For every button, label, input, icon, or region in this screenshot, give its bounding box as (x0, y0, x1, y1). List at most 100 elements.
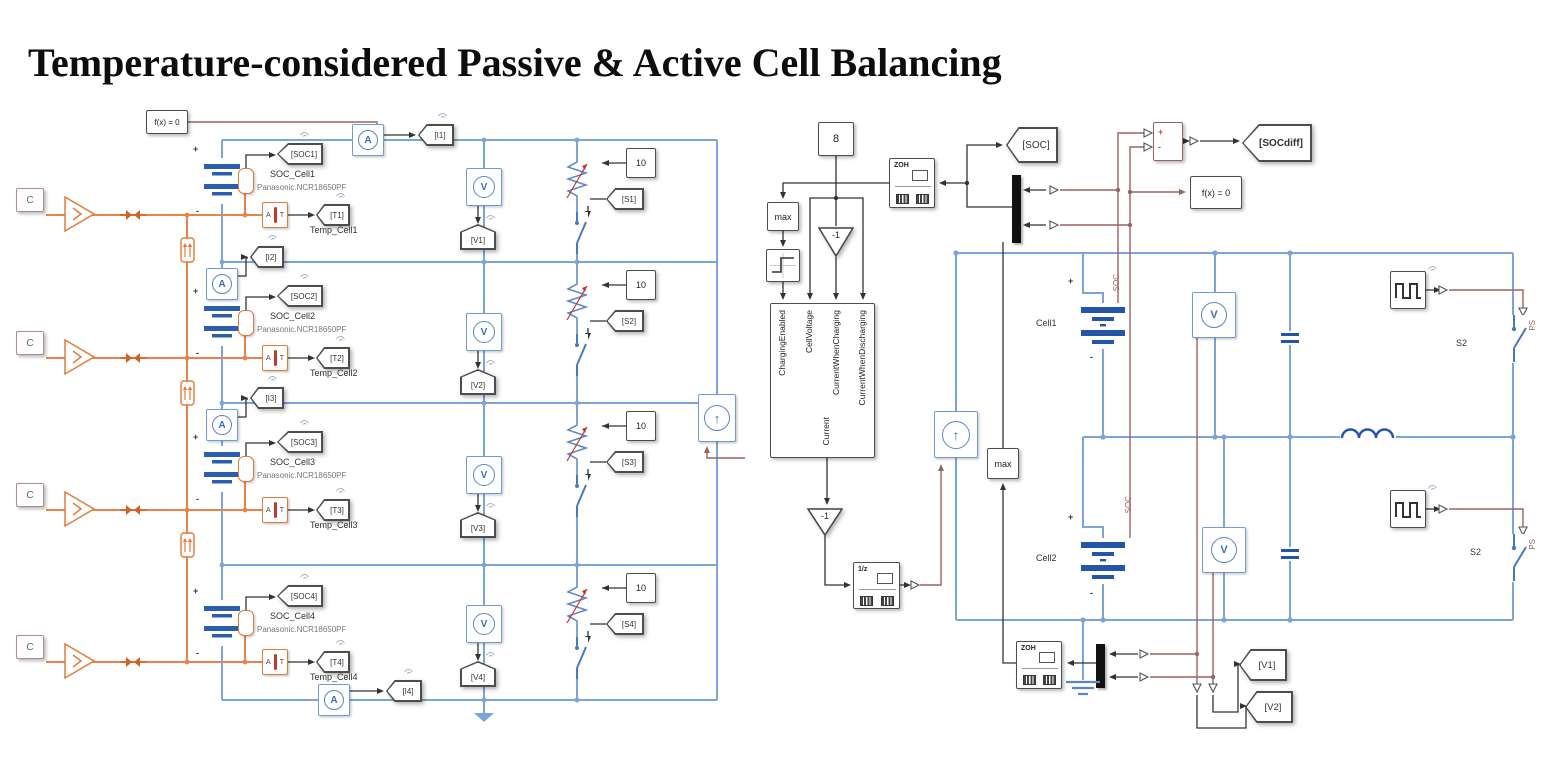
switch-icon[interactable] (566, 212, 588, 254)
ammeter-block-top[interactable]: A (352, 124, 384, 156)
thermal-element-icon[interactable] (180, 237, 195, 263)
battery-icon-right-cell1[interactable] (1078, 303, 1128, 349)
thermal-constant-block[interactable]: C (16, 188, 44, 212)
goto-tag-temp3[interactable]: [T3] (316, 499, 350, 521)
max-block-1[interactable]: max (767, 202, 799, 231)
battery-icon-cell1[interactable] (202, 158, 242, 204)
from-tag-s4[interactable]: [S4] (606, 613, 644, 635)
ammeter-block-bottom[interactable]: A (318, 684, 350, 716)
goto-tag-soc[interactable]: [SOC] (1006, 127, 1058, 163)
goto-tag-temp1[interactable]: [T1] (316, 204, 350, 226)
temp-source-icon[interactable] (64, 642, 102, 680)
thermal-constant-block[interactable]: C (16, 331, 44, 355)
unit-delay-block[interactable]: 1/z (853, 562, 900, 609)
battery-icon-right-cell2[interactable] (1078, 538, 1128, 584)
thermal-element-icon[interactable] (180, 380, 195, 406)
max-block-2[interactable]: max (987, 448, 1019, 479)
relay-block[interactable] (766, 249, 800, 282)
goto-tag-i4[interactable]: [I4] (386, 680, 422, 702)
voltage-sensor-block-2[interactable]: V (466, 313, 502, 351)
switch-icon[interactable] (566, 334, 588, 376)
goto-tag-soc1[interactable]: [SOC1] (277, 143, 323, 165)
battery-icon-cell4[interactable] (202, 600, 242, 646)
voltage-sensor-block-4[interactable]: V (466, 605, 502, 643)
goto-tag-temp2[interactable]: [T2] (316, 347, 350, 369)
goto-tag-socdiff[interactable]: [SOCdiff] (1242, 124, 1312, 162)
gain-block-1[interactable]: -1 (817, 227, 855, 258)
thermal-coupler-icon[interactable] (120, 350, 146, 366)
inductor-icon[interactable] (1340, 424, 1396, 442)
variable-resistor-icon[interactable] (564, 278, 590, 328)
goto-tag-v2[interactable]: [V2] (460, 369, 496, 395)
gain-block-2[interactable]: -1 (806, 508, 844, 537)
solver-block-right[interactable]: f(x) = 0 (1190, 176, 1242, 209)
thermal-coupler-icon[interactable] (120, 654, 146, 670)
battery-soc-port-block[interactable] (238, 168, 254, 194)
switch-icon-right-2[interactable] (1498, 534, 1530, 582)
pwm-generator-block-1[interactable] (1390, 271, 1426, 309)
goto-tag-temp4[interactable]: [T4] (316, 651, 350, 673)
current-source-block-left[interactable]: ↑ (698, 394, 736, 442)
switch-icon[interactable] (566, 637, 588, 679)
goto-tag-v1-right[interactable]: [V1] (1239, 649, 1287, 681)
goto-tag-i2[interactable]: [I2] (250, 246, 284, 268)
zoh-block-1[interactable]: ZOH (889, 158, 935, 208)
temp-source-icon[interactable] (64, 490, 102, 528)
thermal-constant-block[interactable]: C (16, 635, 44, 659)
thermal-element-icon[interactable] (180, 532, 195, 558)
battery-icon-cell3[interactable] (202, 446, 242, 492)
battery-soc-port-block[interactable] (238, 610, 254, 636)
temp-source-icon[interactable] (64, 195, 102, 233)
voltage-sensor-block-1[interactable]: V (466, 168, 502, 206)
resistance-constant-block[interactable]: 10 (626, 148, 656, 178)
cell1-plus-label: + (1068, 276, 1074, 286)
resistance-constant-block[interactable]: 10 (626, 270, 656, 300)
constant-8-block[interactable]: 8 (818, 122, 854, 156)
zoh-block-2[interactable]: ZOH (1016, 641, 1062, 689)
current-sensor-block-2[interactable]: A (206, 268, 238, 300)
voltage-sensor-block-3[interactable]: V (466, 456, 502, 494)
from-tag-s2[interactable]: [S2] (606, 310, 644, 332)
thermal-constant-block[interactable]: C (16, 483, 44, 507)
goto-tag-v2-right[interactable]: [V2] (1245, 691, 1293, 723)
resistance-constant-block[interactable]: 10 (626, 573, 656, 603)
thermal-coupler-icon[interactable] (120, 207, 146, 223)
temp-source-icon[interactable] (64, 338, 102, 376)
mux-block-2[interactable] (1096, 644, 1105, 688)
current-sensor-block-3[interactable]: A (206, 409, 238, 441)
goto-tag-soc2[interactable]: [SOC2] (277, 285, 323, 307)
goto-tag-soc4[interactable]: [SOC4] (277, 585, 323, 607)
solver-block-left[interactable]: f(x) = 0 (146, 110, 188, 134)
battery-icon-cell2[interactable] (202, 300, 242, 346)
mux-block-1[interactable] (1012, 175, 1021, 243)
goto-tag-v3[interactable]: [V3] (460, 512, 496, 538)
battery-soc-port-block[interactable] (238, 456, 254, 482)
variable-resistor-icon[interactable] (564, 156, 590, 206)
switch-icon-right-1[interactable] (1498, 315, 1530, 363)
goto-tag-v4[interactable]: [V4] (460, 661, 496, 687)
capacitor-icon-2[interactable] (1281, 545, 1299, 563)
pwm-generator-block-2[interactable] (1390, 490, 1426, 528)
from-tag-s1[interactable]: [S1] (606, 188, 644, 210)
switch-icon[interactable] (566, 475, 588, 517)
capacitor-icon-1[interactable] (1281, 329, 1299, 347)
variable-resistor-icon[interactable] (564, 419, 590, 469)
resistance-constant-block[interactable]: 10 (626, 411, 656, 441)
current-source-block-right[interactable]: ↑ (934, 411, 978, 458)
variable-resistor-icon[interactable] (564, 581, 590, 631)
goto-tag-i3[interactable]: [I3] (250, 387, 284, 409)
voltage-sensor-right-1[interactable]: V (1192, 292, 1236, 338)
goto-tag-soc3[interactable]: [SOC3] (277, 431, 323, 453)
battery-soc-port-block[interactable] (238, 310, 254, 336)
thermal-coupler-icon[interactable] (120, 502, 146, 518)
from-tag-s3[interactable]: [S3] (606, 451, 644, 473)
voltage-sensor-right-2[interactable]: V (1202, 527, 1246, 573)
charging-subsystem-block[interactable] (770, 303, 875, 458)
goto-tag-v1[interactable]: [V1] (460, 224, 496, 250)
goto-tag-i1[interactable]: [I1] (418, 124, 454, 146)
sum-block[interactable]: + - (1153, 122, 1183, 161)
